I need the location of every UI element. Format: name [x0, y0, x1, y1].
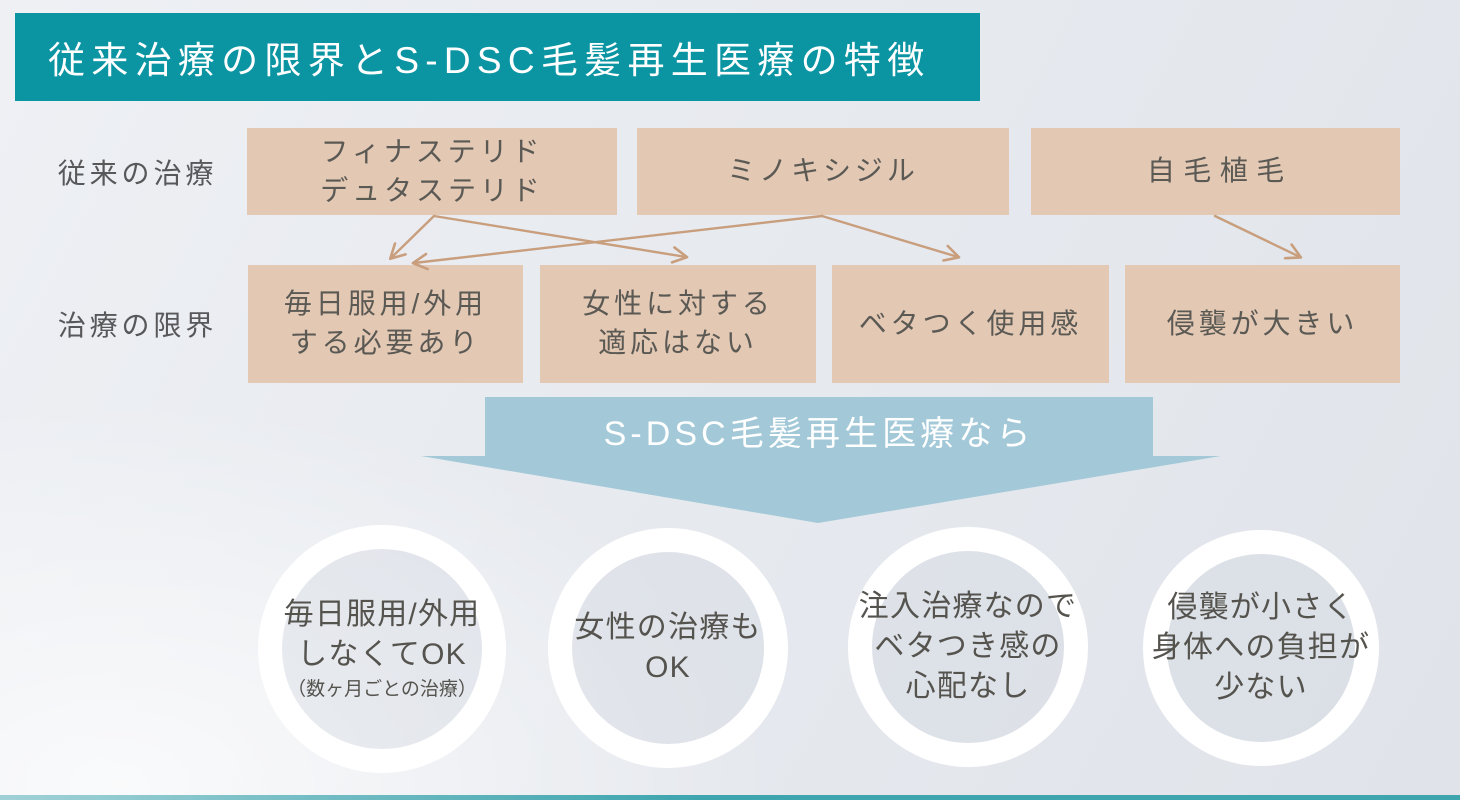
benefit-line: 侵襲が小さく [1167, 590, 1355, 624]
benefit-line: 少ない [1214, 671, 1308, 705]
row-label-treatment-limits: 治療の限界 [57, 310, 218, 341]
treatment-box-minoxidil: ミノキシジル [637, 128, 1009, 215]
benefit-line: 身体への負担が [1151, 630, 1371, 664]
treatment-box-hair-transplant: 自毛植毛 [1031, 128, 1400, 215]
treatment-box-line: 自毛植毛 [1146, 155, 1293, 187]
benefit-circle-no-daily-dosing: 毎日服用/外用 しなくてOK （数ヶ月ごとの治療） [258, 525, 506, 773]
arrow-transplant-to-invasive [1213, 214, 1303, 260]
limit-box-daily-dosing: 毎日服用/外用 する必要あり [248, 265, 523, 383]
limit-box-line: 毎日服用/外用 [283, 288, 488, 320]
arrow-finasteride-to-women [432, 214, 689, 264]
next-section-edge [0, 795, 1460, 800]
arrow-minoxidil-to-daily [411, 214, 824, 271]
benefit-line: 毎日服用/外用 [283, 598, 481, 632]
treatment-box-line: フィナステリド [320, 135, 544, 167]
row-label-conventional-treatments: 従来の治療 [57, 157, 218, 189]
limit-box-line: 侵襲が大きい [1166, 307, 1359, 339]
benefit-note: （数ヶ月ごとの治療） [287, 679, 477, 701]
treatment-box-line: ミノキシジル [727, 155, 919, 187]
benefit-line: 女性の治療も [574, 610, 762, 644]
benefit-circle-less-invasive: 侵襲が小さく 身体への負担が 少ない [1143, 530, 1379, 766]
benefit-line: ベタつき感の [874, 629, 1062, 663]
benefit-line: しなくてOK [297, 638, 467, 672]
title-banner: 従来治療の限界とS-DSC毛髪再生医療の特徴 [15, 13, 980, 101]
benefit-circle-women-ok: 女性の治療も OK [548, 528, 788, 768]
arrow-minoxidil-to-sticky [820, 214, 961, 262]
limit-box-line: 適応はない [598, 327, 758, 358]
limit-box-invasive: 侵襲が大きい [1125, 265, 1400, 383]
treatment-box-finasteride-dutasteride: フィナステリド デュタステリド [247, 128, 617, 215]
benefit-line: OK [645, 651, 691, 684]
limit-box-line: する必要あり [289, 327, 482, 358]
benefit-circle-no-sticky: 注入治療なので ベタつき感の 心配なし [848, 527, 1088, 767]
arrow-finasteride-to-daily [388, 214, 436, 261]
sdsc-banner-label: S-DSC毛髪再生医療なら [603, 414, 1035, 453]
limit-box-line: ベタつく使用感 [858, 307, 1083, 339]
treatment-box-line: デュタステリド [320, 174, 544, 206]
limit-box-line: 女性に対する [582, 288, 774, 320]
limit-box-not-for-women: 女性に対する 適応はない [540, 265, 816, 383]
benefit-line: 注入治療なので [858, 589, 1078, 623]
limit-box-sticky-feel: ベタつく使用感 [832, 265, 1109, 383]
benefit-line: 心配なし [905, 670, 1031, 704]
page-title: 従来治療の限界とS-DSC毛髪再生医療の特徴 [48, 40, 931, 81]
